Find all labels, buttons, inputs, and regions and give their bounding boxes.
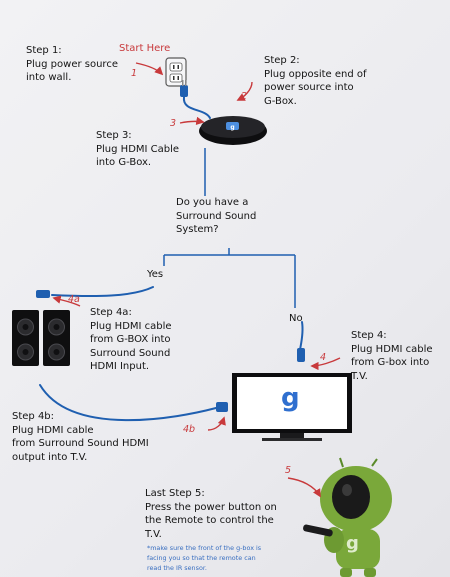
robot-logo: g: [346, 533, 359, 554]
tv-logo: g: [281, 383, 300, 413]
step-arrows: [52, 62, 341, 498]
step-4-text: Step 4: Plug HDMI cable from G-box into …: [351, 330, 433, 382]
wall-outlet: [165, 57, 187, 87]
arrow-step-1: [135, 62, 164, 76]
hdmi-plug-icon: [36, 290, 305, 412]
cables: [39, 96, 304, 422]
marker-5: 5: [285, 465, 292, 476]
marker-2: 2: [241, 91, 248, 102]
arrow-step-4b: [207, 416, 226, 431]
step-2-text: Step 2: Plug opposite end of power sourc…: [264, 55, 367, 107]
hdmi-cable-4a: [51, 286, 154, 298]
step-4a-text: Step 4a: Plug HDMI cable from G-BOX into…: [90, 307, 172, 372]
marker-4b: 4b: [183, 424, 196, 435]
marker-1: 1: [131, 68, 138, 79]
yes-label: Yes: [147, 269, 164, 280]
g-box-device: g: [199, 116, 267, 145]
marker-3: 3: [170, 118, 177, 129]
tv-device: [232, 373, 352, 441]
arrow-step-4: [310, 357, 341, 371]
arrow-step-2: [236, 81, 253, 101]
start-here-label: Start Here: [119, 43, 171, 54]
marker-4a: 4a: [68, 294, 80, 305]
hdmi-cable-4b: [39, 384, 217, 422]
power-plug-icon: [180, 80, 188, 97]
marker-4: 4: [320, 352, 327, 363]
step-3-text: Step 3: Plug HDMI Cable into G-Box.: [96, 130, 180, 168]
step-1-text: Step 1: Plug power source into wall.: [26, 45, 118, 83]
question-text: Do you have a Surround Sound System?: [176, 197, 257, 235]
flow-lines: [163, 148, 296, 308]
power-cable: [182, 96, 211, 119]
step-5-text: Last Step 5: Press the power button on t…: [145, 488, 277, 540]
svg-text:g: g: [230, 124, 234, 131]
android-robot-mascot: [303, 457, 392, 577]
arrow-step-3: [179, 116, 205, 126]
step-4b-text: Step 4b: Plug HDMI cable from Surround S…: [12, 411, 149, 463]
surround-speakers: [12, 310, 70, 366]
hdmi-cable-4: [299, 321, 304, 351]
arrow-step-5: [287, 477, 321, 498]
no-label: No: [289, 313, 303, 324]
ir-sensor-note: *make sure the front of the g-box is fac…: [147, 544, 262, 572]
arrow-step-4a: [52, 295, 81, 307]
